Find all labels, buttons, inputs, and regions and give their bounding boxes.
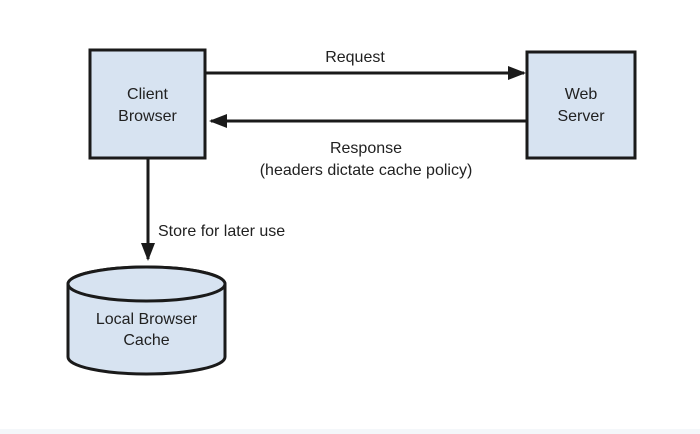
web-server-label-line1: Web	[565, 86, 598, 103]
response-sublabel: (headers dictate cache policy)	[260, 162, 473, 179]
web-server-label-line2: Server	[557, 108, 605, 125]
store-label: Store for later use	[158, 223, 285, 240]
request-label: Request	[325, 49, 385, 66]
response-label: Response	[330, 140, 402, 157]
client-browser-label-line2: Browser	[118, 108, 177, 125]
client-browser-label-line1: Client	[127, 86, 168, 103]
cache-label-line1: Local Browser	[96, 311, 198, 328]
cache-label-line2: Cache	[123, 332, 169, 349]
client-browser-node	[88, 48, 207, 160]
cylinder-top-rim	[66, 265, 227, 303]
bottom-divider	[0, 429, 700, 434]
web-server-node	[525, 50, 637, 160]
